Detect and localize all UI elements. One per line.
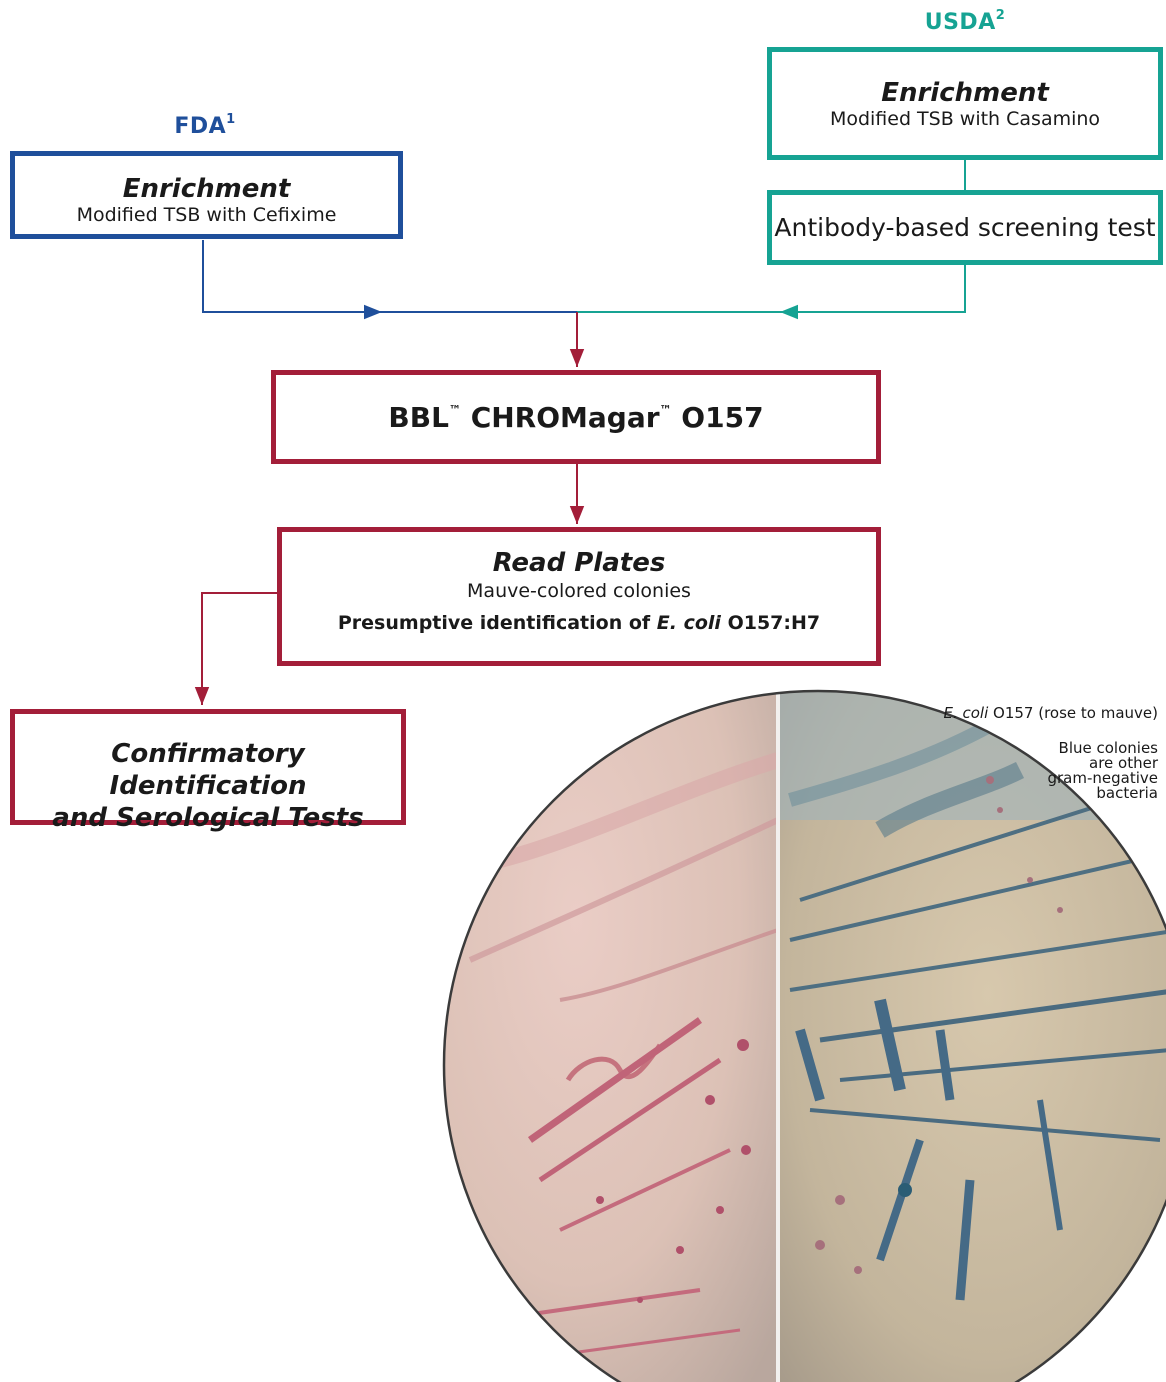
presumptive-italic: E. coli	[656, 612, 721, 634]
ecoli-caption-italic: E. coli	[943, 704, 989, 722]
blue-caption-line-1: Blue colonies	[1058, 739, 1158, 757]
usda-enrichment-title: Enrichment	[881, 78, 1049, 108]
chromagar-strain: O157	[671, 401, 764, 434]
read-plates-box: Read Plates Mauve-colored colonies Presu…	[277, 527, 881, 666]
blue-caption-line-4: bacteria	[1096, 784, 1158, 802]
usda-enrichment-box: Enrichment Modified TSB with Casamino	[767, 47, 1163, 160]
chromagar-box: BBL™ CHROMagar™ O157	[271, 370, 881, 464]
fda-label: FDA	[174, 114, 227, 139]
chromagar-product: CHROMagar	[460, 401, 660, 434]
fda-enrichment-subtitle: Modified TSB with Cefixime	[76, 204, 337, 226]
blue-caption-line-3: gram-negative	[1047, 769, 1158, 787]
presumptive-pre: Presumptive identification of	[337, 612, 657, 634]
ecoli-caption: E. coli O157 (rose to mauve)	[943, 706, 1158, 721]
usda-screening-label: Antibody-based screening test	[774, 213, 1156, 242]
usda-connector	[780, 264, 966, 320]
chromagar-tm-1: ™	[448, 403, 461, 417]
usda-heading: USDA2	[880, 8, 1050, 35]
fda-heading: FDA1	[120, 112, 290, 139]
usda-screening-box: Antibody-based screening test	[767, 190, 1163, 265]
confirmatory-line-1: Confirmatory Identification	[109, 739, 307, 801]
presumptive-post: O157:H7	[720, 612, 821, 634]
fda-enrichment-box: Enrichment Modified TSB with Cefixime	[10, 151, 403, 239]
usda-footnote: 2	[995, 8, 1006, 23]
fda-enrichment-title: Enrichment	[122, 174, 291, 204]
blue-colonies-caption: Blue colonies are other gram-negative ba…	[1047, 741, 1158, 801]
usda-label: USDA	[924, 10, 996, 35]
presumptive-identification: Presumptive identification of E. coli O1…	[282, 612, 876, 634]
blue-caption-line-2: are other	[1089, 754, 1158, 772]
read-plates-title: Read Plates	[492, 548, 666, 578]
read-plates-subtitle: Mauve-colored colonies	[467, 580, 691, 602]
read-to-confirm-arrow	[194, 592, 277, 705]
confirmatory-line-2: and Serological Tests	[52, 803, 364, 833]
chromagar-tm-2: ™	[659, 403, 672, 417]
usda-enrichment-subtitle: Modified TSB with Casamino	[829, 108, 1101, 130]
fda-connector	[202, 240, 382, 320]
chromagar-title: BBL™ CHROMagar™ O157	[276, 401, 876, 434]
ecoli-plate-half	[444, 691, 778, 1382]
confirmatory-box: Confirmatory Identification and Serologi…	[10, 709, 406, 833]
fda-footnote: 1	[226, 112, 236, 127]
ecoli-caption-rest: O157 (rose to mauve)	[988, 704, 1158, 722]
chromagar-brand: BBL	[388, 401, 449, 434]
